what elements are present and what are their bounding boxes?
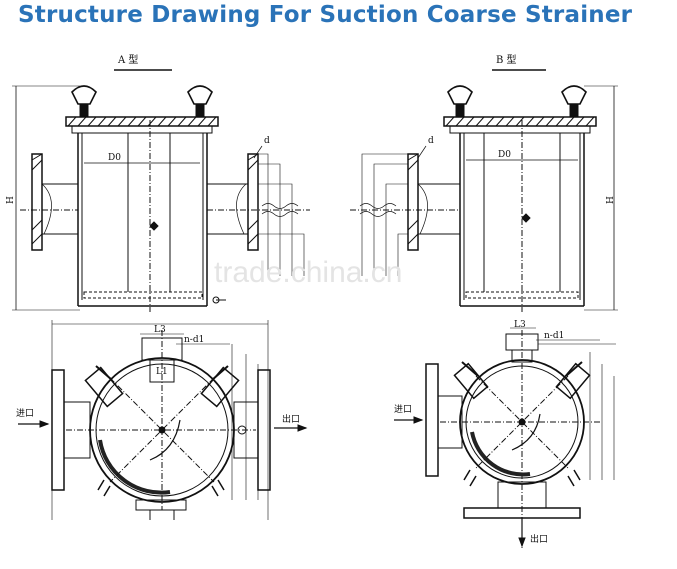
dim-l3-label: L3 <box>514 320 526 330</box>
dim-h-label: H <box>6 196 16 204</box>
dim-l3-label: L3 <box>154 325 166 335</box>
dim-d-label: d <box>264 136 270 146</box>
eye-bolt-icon <box>453 361 489 400</box>
eye-bolt-icon <box>200 365 240 408</box>
dim-nd1-label: n-d1 <box>544 331 564 341</box>
eye-bolt-icon <box>555 361 591 400</box>
dim-d-label: d <box>428 136 434 146</box>
type-b-plan: L3 n-d1 进口 出口 <box>394 320 616 548</box>
eye-bolt-icon <box>187 85 213 117</box>
type-b-label: B 型 <box>496 53 517 66</box>
dim-nd1-label: n-d1 <box>184 335 204 345</box>
dim-h-label: H <box>606 196 616 204</box>
arrow-right-icon <box>413 416 424 424</box>
type-a-plan: L3 n-d1 L1 <box>16 320 308 520</box>
dim-d0-label: D0 <box>108 153 121 163</box>
arrow-right-icon <box>297 424 308 432</box>
eye-bolt-icon <box>561 85 587 117</box>
dim-d0-label: D0 <box>498 150 511 160</box>
inlet-label: 进口 <box>394 404 412 415</box>
outlet-label: 出口 <box>530 533 548 545</box>
type-a-elevation: A 型 D0 <box>6 53 310 312</box>
eye-bolt-icon <box>84 365 124 408</box>
arrow-down-icon <box>518 537 526 548</box>
outlet-label: 出口 <box>282 413 300 425</box>
eye-bolt-icon <box>71 85 97 117</box>
type-b-elevation: B 型 D0 d <box>350 53 618 312</box>
eye-bolt-icon <box>447 85 473 117</box>
inlet-label: 进口 <box>16 408 34 419</box>
page-title: Structure Drawing For Suction Coarse Str… <box>18 2 633 28</box>
watermark: trade.china.cn <box>214 256 402 289</box>
type-a-label: A 型 <box>117 53 138 66</box>
arrow-right-icon <box>39 420 50 428</box>
